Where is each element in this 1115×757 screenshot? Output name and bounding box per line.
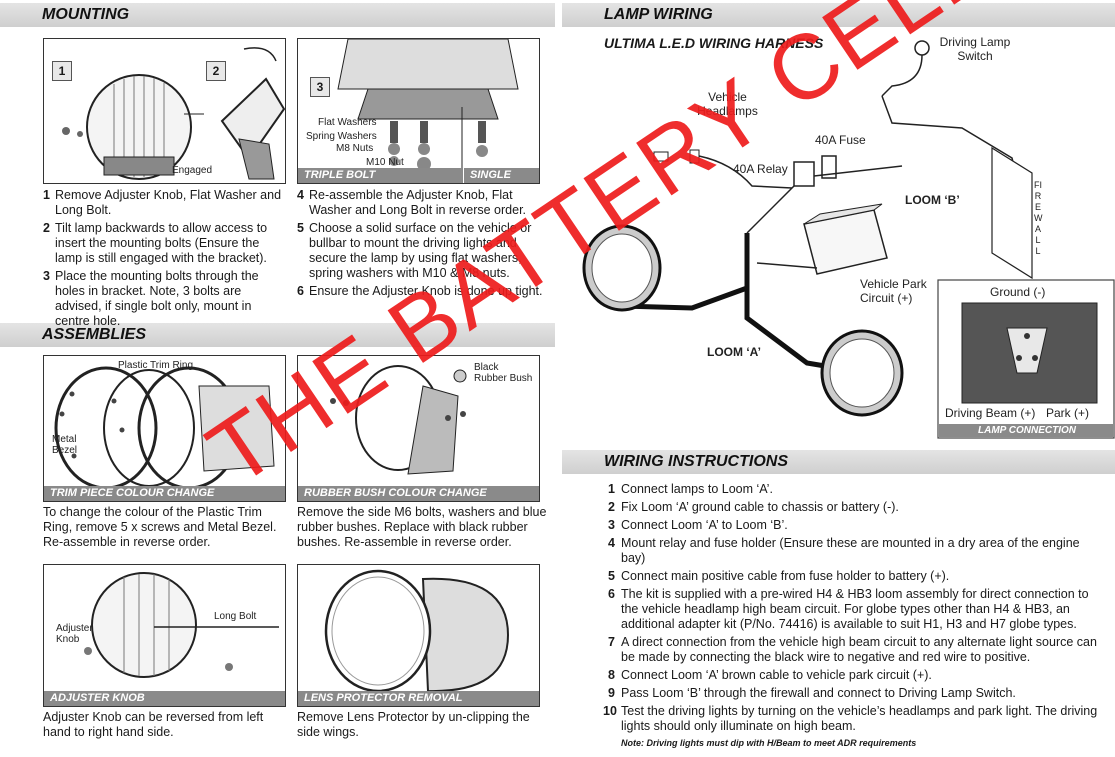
single-bolt-caption: SINGLE BOLT <box>464 168 539 183</box>
driving-beam-label: Driving Beam (+) <box>945 406 1036 420</box>
rubber-text: Remove the side M6 bolts, washers and bl… <box>297 505 547 549</box>
lamp-mount-illustration <box>62 47 285 180</box>
firewall-label: FIREWALL <box>1034 180 1043 256</box>
adjuster-text: Adjuster Knob can be reversed from left … <box>43 710 264 739</box>
adjuster-knob-illustration <box>84 572 279 678</box>
adjuster-knob-label: Adjuster Knob <box>56 623 93 645</box>
spring-washers-label: Spring Washers <box>306 131 377 142</box>
mounting-figure-1-2: 1 2 Engaged <box>43 38 286 184</box>
mounting-figure-3: 3 Flat Washers Spring Washers M8 Nuts M1… <box>297 38 540 184</box>
section-band-wiring-instructions: WIRING INSTRUCTIONS <box>562 450 1115 474</box>
ground-label: Ground (-) <box>990 285 1046 299</box>
loom-b-label: LOOM ‘B’ <box>905 193 960 207</box>
flat-washers-label: Flat Washers <box>318 117 377 128</box>
section-title-mounting: MOUNTING <box>42 6 130 23</box>
section-band-lamp-wiring: LAMP WIRING <box>562 3 1115 27</box>
black-rubber-bush-label: Black Rubber Bush <box>474 362 533 384</box>
lens-text: Remove Lens Protector by un-clipping the… <box>297 710 530 739</box>
rubber-caption: RUBBER BUSH COLOUR CHANGE <box>298 486 539 501</box>
m10-nut-label: M10 Nut <box>366 157 404 168</box>
wiring-harness-title: ULTIMA L.E.D WIRING HARNESS <box>604 35 824 51</box>
vehicle-park-circuit-label: Vehicle Park Circuit (+) <box>860 277 927 305</box>
metal-bezel-label: Metal Bezel <box>52 434 78 456</box>
section-title-lamp-wiring: LAMP WIRING <box>604 6 713 23</box>
bolt-assembly-illustration <box>337 39 519 171</box>
fuse-label: 40A Fuse <box>815 133 866 147</box>
figure-number-2: 2 <box>206 61 226 81</box>
plastic-trim-ring-label: Plastic Trim Ring <box>118 360 194 371</box>
section-title-wiring-instructions: WIRING INSTRUCTIONS <box>604 453 788 470</box>
section-band-assemblies: ASSEMBLIES <box>0 323 555 347</box>
trim-ring-illustration <box>54 366 275 490</box>
trim-piece-figure: Plastic Trim Ring Metal Bezel TRIM PIECE… <box>43 355 286 502</box>
figure-number-1: 1 <box>52 61 72 81</box>
long-bolt-label: Long Bolt <box>214 611 257 622</box>
rubber-bush-illustration <box>330 365 467 475</box>
figure-number-3: 3 <box>310 77 330 97</box>
lens-caption: LENS PROTECTOR REMOVAL <box>298 691 539 706</box>
rubber-bush-figure: Black Rubber Bush RUBBER BUSH COLOUR CHA… <box>297 355 540 502</box>
section-band-mounting: MOUNTING <box>0 3 555 27</box>
section-title-assemblies: ASSEMBLIES <box>42 326 147 343</box>
trim-caption: TRIM PIECE COLOUR CHANGE <box>44 486 285 501</box>
park-label: Park (+) <box>1046 406 1090 420</box>
engaged-label: Engaged <box>172 165 213 176</box>
lens-protector-figure: LENS PROTECTOR REMOVAL <box>297 564 540 707</box>
vehicle-headlamps-label: Vehicle Headlamps <box>697 90 758 118</box>
triple-bolt-caption: TRIPLE BOLT <box>298 168 463 183</box>
trim-text: To change the colour of the Plastic Trim… <box>43 505 277 549</box>
loom-a-label: LOOM ‘A’ <box>707 345 761 359</box>
wiring-diagram <box>582 40 1115 439</box>
driving-lamp-switch-label: Driving Lamp Switch <box>939 35 1011 63</box>
lamp-connection-caption: LAMP CONNECTION <box>978 425 1076 436</box>
adjuster-knob-figure: Adjuster Knob Long Bolt ADJUSTER KNOB <box>43 564 286 707</box>
relay-label: 40A Relay <box>733 162 788 176</box>
m8-nuts-label: M8 Nuts <box>336 143 374 154</box>
lens-protector-illustration <box>324 569 510 693</box>
adjuster-caption: ADJUSTER KNOB <box>44 691 285 706</box>
adr-note: Note: Driving lights must dip with H/Bea… <box>621 738 917 748</box>
